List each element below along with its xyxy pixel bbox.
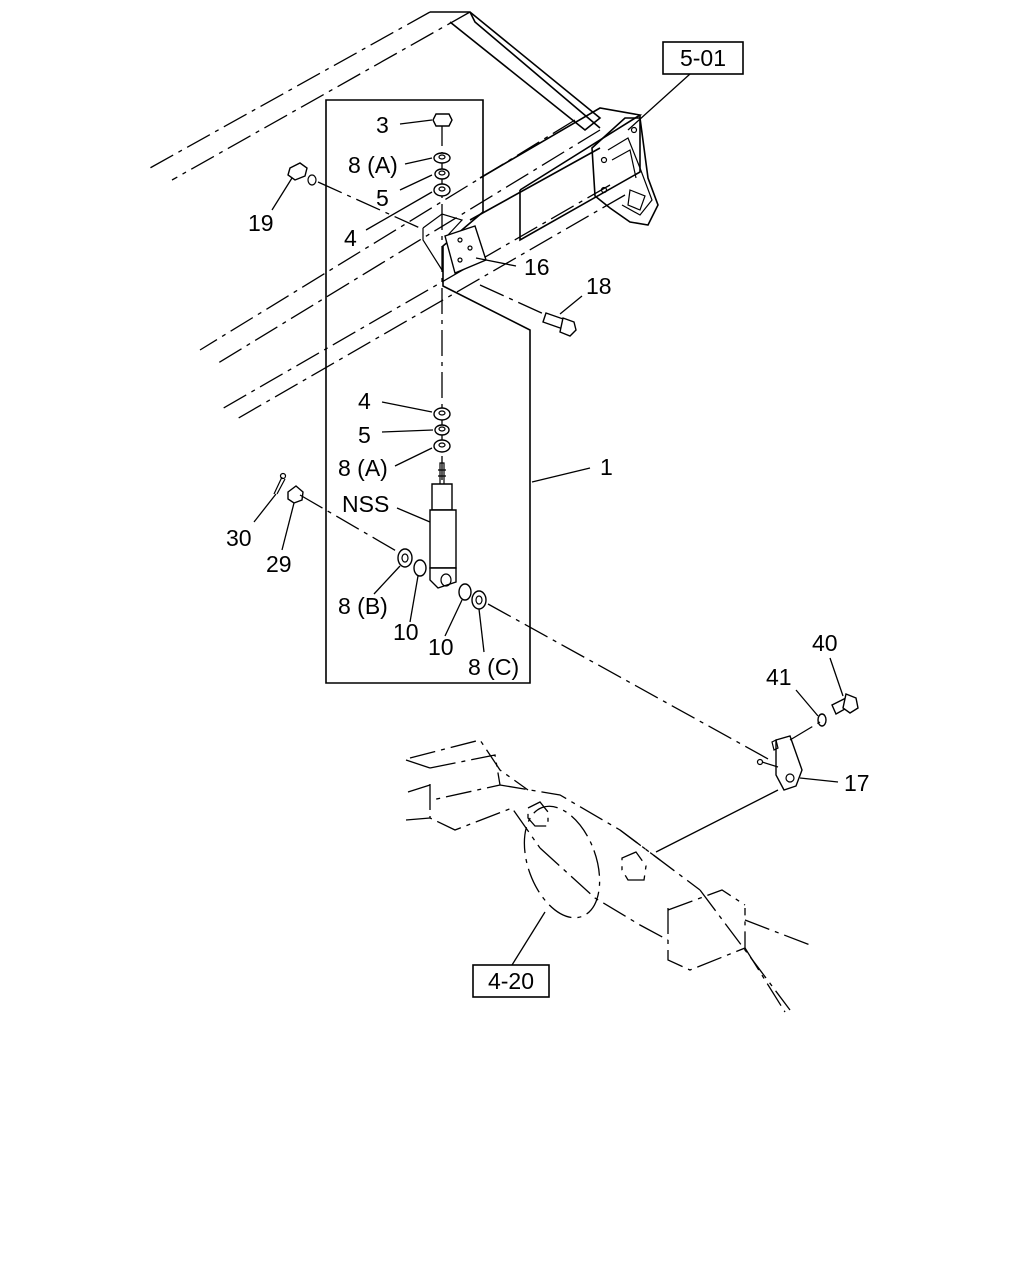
- svg-text:4: 4: [344, 225, 357, 251]
- svg-text:3: 3: [376, 112, 389, 138]
- label-10-right: 10: [428, 599, 463, 660]
- label-5-mid: 5: [358, 422, 434, 448]
- label-16: 16: [475, 254, 550, 280]
- label-nss: NSS: [342, 491, 431, 523]
- svg-text:8 (C): 8 (C): [468, 654, 519, 680]
- label-4-mid: 4: [358, 388, 433, 414]
- label-1: 1: [531, 454, 613, 483]
- reference-box-axle[interactable]: 4-20: [472, 911, 550, 998]
- svg-text:41: 41: [766, 664, 792, 690]
- label-3: 3: [376, 112, 433, 138]
- shock-absorber: [429, 462, 457, 589]
- label-30: 30: [226, 493, 277, 551]
- label-19: 19: [248, 177, 293, 236]
- label-17: 17: [799, 770, 870, 796]
- svg-text:30: 30: [226, 525, 252, 551]
- svg-text:18: 18: [586, 273, 612, 299]
- svg-text:NSS: NSS: [342, 491, 389, 517]
- lower-hardware-stack: [433, 407, 451, 453]
- label-18: 18: [559, 273, 612, 315]
- svg-text:10: 10: [393, 619, 419, 645]
- svg-text:4: 4: [358, 388, 371, 414]
- svg-text:1: 1: [600, 454, 613, 480]
- rear-axle: [405, 739, 811, 1013]
- eye-hardware: [397, 548, 487, 610]
- reference-box-frame[interactable]: 5-01: [627, 41, 744, 131]
- svg-text:8 (A): 8 (A): [338, 455, 388, 481]
- nut-29: [287, 485, 304, 504]
- label-41: 41: [766, 664, 819, 717]
- label-4-top: 4: [344, 191, 433, 251]
- svg-text:8 (A): 8 (A): [348, 152, 398, 178]
- label-8a-top: 8 (A): [348, 152, 433, 178]
- svg-text:40: 40: [812, 630, 838, 656]
- svg-text:4-20: 4-20: [488, 968, 534, 994]
- svg-text:17: 17: [844, 770, 870, 796]
- assembly-outline: [325, 99, 531, 684]
- svg-text:5: 5: [376, 185, 389, 211]
- nut-19: [287, 162, 421, 229]
- upper-hardware-stack: [422, 113, 464, 271]
- label-8b: 8 (B): [338, 565, 401, 619]
- label-8c: 8 (C): [468, 608, 519, 680]
- svg-text:19: 19: [248, 210, 274, 236]
- washer-41: [817, 713, 827, 727]
- cotter-pin-30: [273, 472, 287, 495]
- svg-text:29: 29: [266, 551, 292, 577]
- label-5-top: 5: [376, 174, 433, 211]
- label-10-left: 10: [393, 575, 419, 645]
- svg-text:5: 5: [358, 422, 371, 448]
- plate-16: [444, 225, 487, 274]
- label-40: 40: [812, 630, 844, 697]
- bolt-18: [479, 284, 577, 337]
- bracket-17: [756, 735, 803, 791]
- bolt-40: [831, 693, 859, 715]
- svg-text:8 (B): 8 (B): [338, 593, 388, 619]
- label-29: 29: [266, 502, 295, 577]
- chassis-frame: [149, 11, 659, 421]
- svg-text:10: 10: [428, 634, 454, 660]
- label-8a-mid: 8 (A): [338, 447, 433, 481]
- svg-text:16: 16: [524, 254, 550, 280]
- svg-text:5-01: 5-01: [680, 45, 726, 71]
